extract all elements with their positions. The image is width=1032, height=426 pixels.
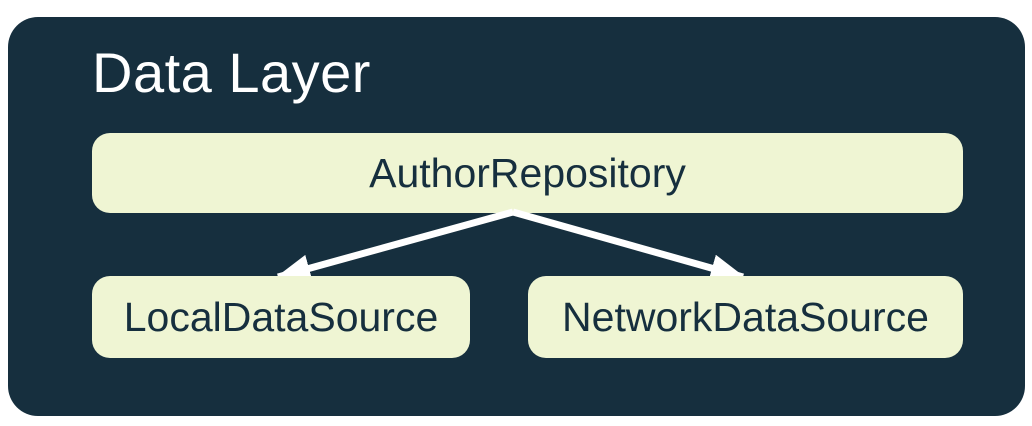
node-author-repository: AuthorRepository <box>92 133 963 213</box>
node-local-data-source: LocalDataSource <box>92 276 470 358</box>
node-author-repository-label: AuthorRepository <box>369 149 686 196</box>
diagram-title: Data Layer <box>92 41 371 104</box>
node-network-data-source: NetworkDataSource <box>528 276 963 358</box>
node-network-data-source-label: NetworkDataSource <box>562 293 929 340</box>
node-local-data-source-label: LocalDataSource <box>123 293 439 340</box>
